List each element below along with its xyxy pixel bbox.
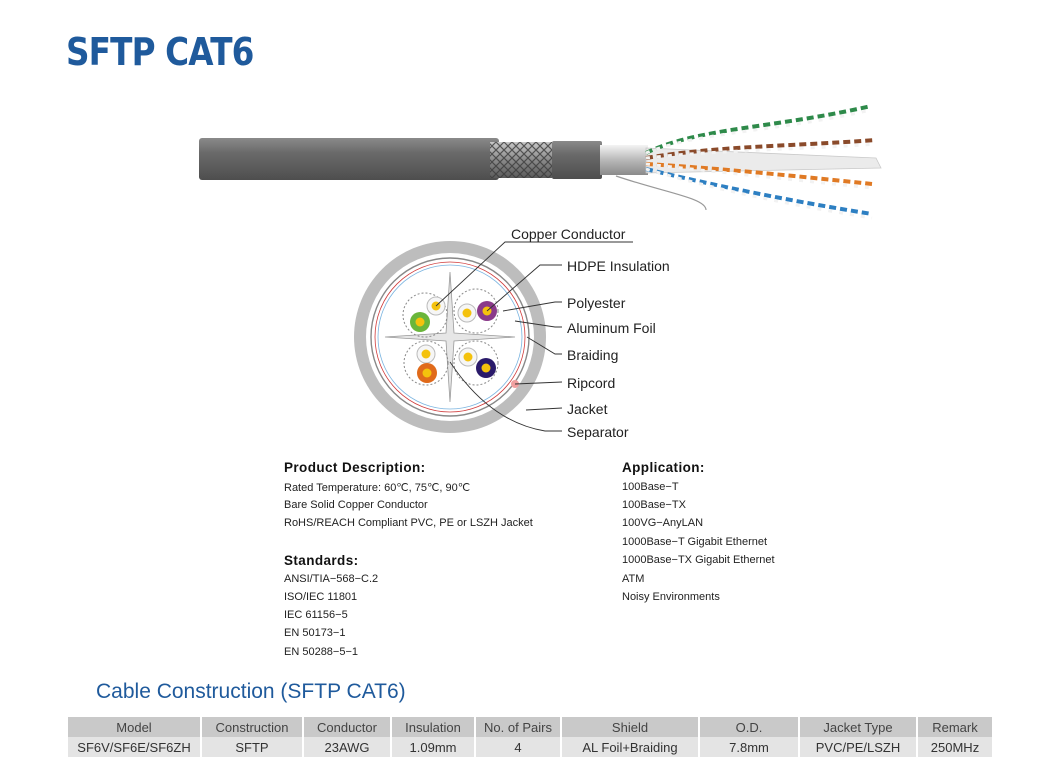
application-line: ATM [622, 573, 645, 585]
header-insulation: Insulation [392, 717, 474, 737]
application-line: 100Base−TX [622, 499, 686, 511]
cell-pairs: 4 [476, 737, 560, 757]
callout-copper-conductor: Copper Conductor [511, 226, 626, 242]
header-conductor: Conductor [304, 717, 390, 737]
header-od: O.D. [700, 717, 798, 737]
standards-heading: Standards: [284, 553, 359, 568]
application-line: Noisy Environments [622, 591, 720, 603]
header-remark: Remark [918, 717, 992, 737]
pair-brown [453, 288, 499, 334]
description-line: RoHS/REACH Compliant PVC, PE or LSZH Jac… [284, 517, 533, 529]
pair-orange [403, 340, 449, 386]
standards-line: ISO/IEC 11801 [284, 591, 358, 603]
header-jacket-type: Jacket Type [800, 717, 916, 737]
cell-jacket-type: PVC/PE/LSZH [800, 737, 916, 757]
construction-title: Cable Construction (SFTP CAT6) [96, 680, 406, 703]
construction-table: Model Construction Conductor Insulation … [66, 717, 994, 757]
callout-aluminum-foil: Aluminum Foil [567, 320, 656, 336]
cable-jacket [199, 138, 499, 180]
application-line: 1000Base−T Gigabit Ethernet [622, 536, 768, 548]
cable-illustration [199, 104, 882, 220]
application-heading: Application: [622, 460, 705, 475]
cell-construction: SFTP [202, 737, 302, 757]
callout-ripcord: Ripcord [567, 375, 616, 391]
header-pairs: No. of Pairs [476, 717, 560, 737]
cell-remark: 250MHz [918, 737, 992, 757]
cell-conductor: 23AWG [304, 737, 390, 757]
standards-line: EN 50173−1 [284, 627, 346, 639]
description-heading: Product Description: [284, 460, 426, 475]
cross-separator [384, 271, 516, 403]
cross-section-diagram [354, 241, 633, 433]
standards-line: IEC 61156−5 [284, 609, 348, 621]
table-row: SF6V/SF6E/SF6ZH SFTP 23AWG 1.09mm 4 AL F… [68, 737, 992, 757]
header-construction: Construction [202, 717, 302, 737]
cell-shield: AL Foil+Braiding [562, 737, 698, 757]
header-model: Model [68, 717, 200, 737]
table-header-row: Model Construction Conductor Insulation … [68, 717, 992, 737]
cell-model: SF6V/SF6E/SF6ZH [68, 737, 200, 757]
callout-separator: Separator [567, 424, 629, 440]
application-line: 100Base−T [622, 481, 679, 493]
callout-braiding: Braiding [567, 347, 619, 363]
cell-od: 7.8mm [700, 737, 798, 757]
header-shield: Shield [562, 717, 698, 737]
cell-insulation: 1.09mm [392, 737, 474, 757]
page-title: SFTP CAT6 [66, 30, 254, 74]
pair-blue [453, 340, 499, 386]
callout-polyester: Polyester [567, 295, 626, 311]
foil-shield [600, 145, 648, 175]
standards-line: EN 50288−5−1 [284, 646, 359, 658]
description-line: Rated Temperature: 60℃, 75℃, 90℃ [284, 482, 471, 494]
braid-shield [490, 142, 552, 178]
standards-line: ANSI/TIA−568−C.2 [284, 573, 379, 585]
callout-hdpe-insulation: HDPE Insulation [567, 258, 670, 274]
application-line: 100VG−AnyLAN [622, 517, 704, 529]
callout-jacket: Jacket [567, 401, 608, 417]
application-line: 1000Base−TX Gigabit Ethernet [622, 554, 775, 566]
description-line: Bare Solid Copper Conductor [284, 499, 428, 511]
